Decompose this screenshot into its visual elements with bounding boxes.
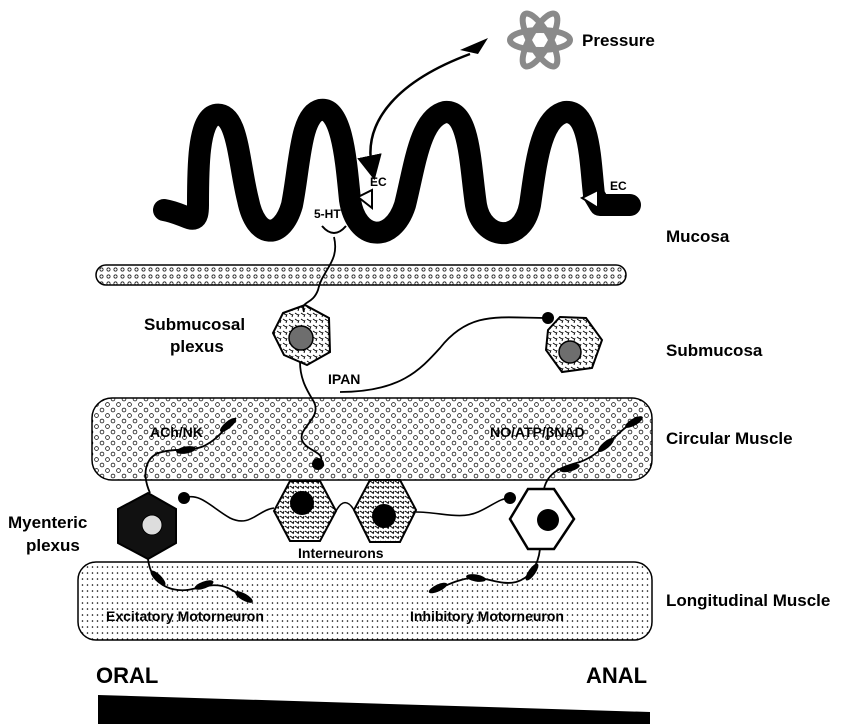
longitudinal-muscle-label: Longitudinal Muscle bbox=[666, 591, 830, 610]
interneurons-label: Interneurons bbox=[298, 545, 384, 561]
mucosa-villi bbox=[164, 110, 630, 233]
myenteric-plexus-label-1: Myenteric bbox=[8, 513, 87, 532]
serotonin-label: 5-HT bbox=[314, 207, 341, 221]
myenteric-plexus-label-2: plexus bbox=[26, 536, 80, 555]
ipan-neuron bbox=[273, 305, 330, 365]
ipan-label: IPAN bbox=[328, 371, 360, 387]
inhibitory-motorneuron-label: Inhibitory Motorneuron bbox=[410, 608, 564, 624]
pressure-arrow-tail bbox=[460, 38, 488, 54]
pressure-icon bbox=[510, 9, 570, 71]
ipan-to-submucosal-axon bbox=[340, 317, 548, 392]
ec-label-left: EC bbox=[370, 175, 387, 189]
no-atp-label: NO/ATP/βNAD bbox=[490, 424, 585, 440]
inhibitory-synapse bbox=[504, 492, 516, 504]
interneuron-to-inhibitory-axon bbox=[416, 498, 510, 516]
excitatory-synapse bbox=[178, 492, 190, 504]
inhibitory-motorneuron-soma bbox=[510, 489, 574, 549]
submucosal-neuron-right bbox=[546, 317, 602, 372]
ec-label-right: EC bbox=[610, 179, 627, 193]
oral-anal-gradient-wedge bbox=[98, 695, 650, 724]
submucosa-label: Submucosa bbox=[666, 341, 763, 360]
interneuron-link-axon bbox=[336, 503, 354, 511]
submucosal-plexus-label-1: Submucosal bbox=[144, 315, 245, 334]
excitatory-to-interneuron-axon bbox=[184, 497, 274, 521]
excitatory-motorneuron-label: Excitatory Motorneuron bbox=[106, 608, 264, 624]
submucosa-band bbox=[96, 265, 626, 285]
ipan-terminal bbox=[312, 458, 324, 470]
interneuron-2 bbox=[354, 480, 416, 542]
pressure-label: Pressure bbox=[582, 31, 655, 50]
submucosal-plexus-label-2: plexus bbox=[170, 337, 224, 356]
serotonin-release-cup bbox=[322, 226, 346, 233]
submucosal-synapse bbox=[542, 312, 554, 324]
interneuron-1 bbox=[274, 481, 336, 541]
circular-muscle-label: Circular Muscle bbox=[666, 429, 793, 448]
oral-label: ORAL bbox=[96, 663, 158, 688]
ach-nk-label: ACh/NK bbox=[150, 424, 203, 440]
mucosa-label: Mucosa bbox=[666, 227, 730, 246]
anal-label: ANAL bbox=[586, 663, 647, 688]
excitatory-motorneuron-soma bbox=[118, 493, 176, 559]
longitudinal-muscle-layer bbox=[78, 562, 652, 640]
